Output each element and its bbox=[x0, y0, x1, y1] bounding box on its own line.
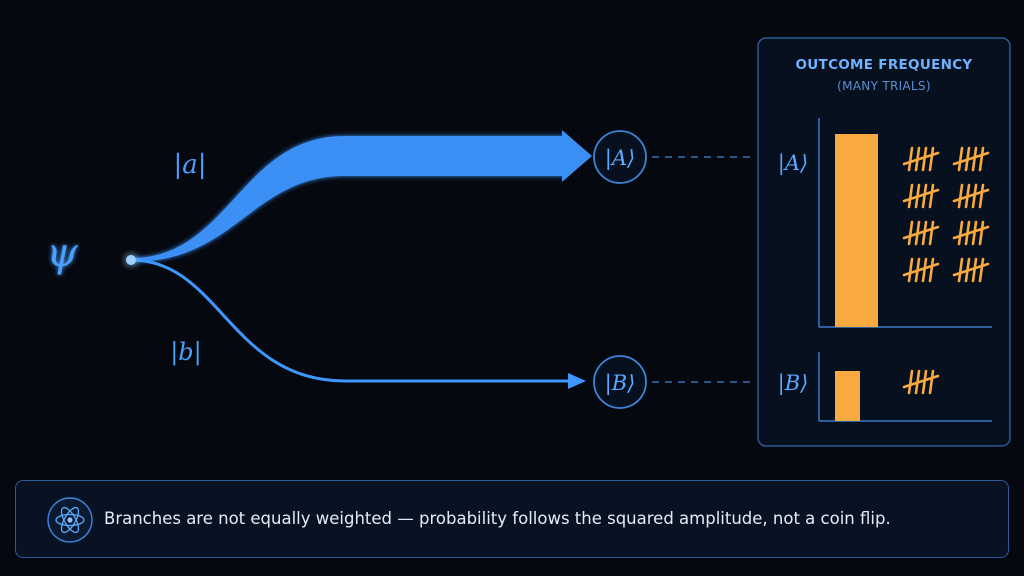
frequency-bar-a bbox=[835, 134, 878, 327]
tally-group bbox=[902, 220, 940, 246]
panel-subtitle: (MANY TRIALS) bbox=[837, 79, 931, 93]
amplitude-b-label: |b| bbox=[170, 338, 202, 367]
tally-group bbox=[952, 183, 990, 209]
tally-marks bbox=[902, 146, 990, 395]
atom-icon bbox=[47, 497, 93, 543]
tally-group bbox=[902, 369, 940, 395]
frequency-panel bbox=[757, 37, 1011, 447]
panel-row-b-label: |B⟩ bbox=[778, 371, 809, 396]
panel-row-a-label: |A⟩ bbox=[778, 151, 808, 176]
tally-group bbox=[952, 257, 990, 283]
outcome-a-circle bbox=[593, 130, 647, 184]
tally-group bbox=[952, 146, 990, 172]
tally-group bbox=[902, 183, 940, 209]
psi-symbol: ψ bbox=[46, 230, 78, 276]
amplitude-a-label: |a| bbox=[173, 150, 206, 180]
panel-title: OUTCOME FREQUENCY bbox=[795, 57, 973, 73]
tally-group bbox=[952, 220, 990, 246]
outcome-b-label: |B⟩ bbox=[605, 371, 636, 396]
branch-b-curve bbox=[130, 258, 570, 383]
frequency-bar-b bbox=[835, 371, 860, 421]
tally-group bbox=[902, 146, 940, 172]
origin-dot bbox=[126, 255, 136, 265]
branch-a-arrowhead bbox=[562, 130, 592, 182]
outcome-b-circle bbox=[593, 355, 647, 409]
caption-box: Branches are not equally weighted — prob… bbox=[15, 480, 1009, 558]
tally-group bbox=[902, 257, 940, 283]
branch-a-band bbox=[131, 136, 565, 262]
outcome-a-label: |A⟩ bbox=[605, 146, 635, 171]
caption-text: Branches are not equally weighted — prob… bbox=[104, 509, 891, 528]
branch-b-arrowhead bbox=[568, 373, 586, 389]
